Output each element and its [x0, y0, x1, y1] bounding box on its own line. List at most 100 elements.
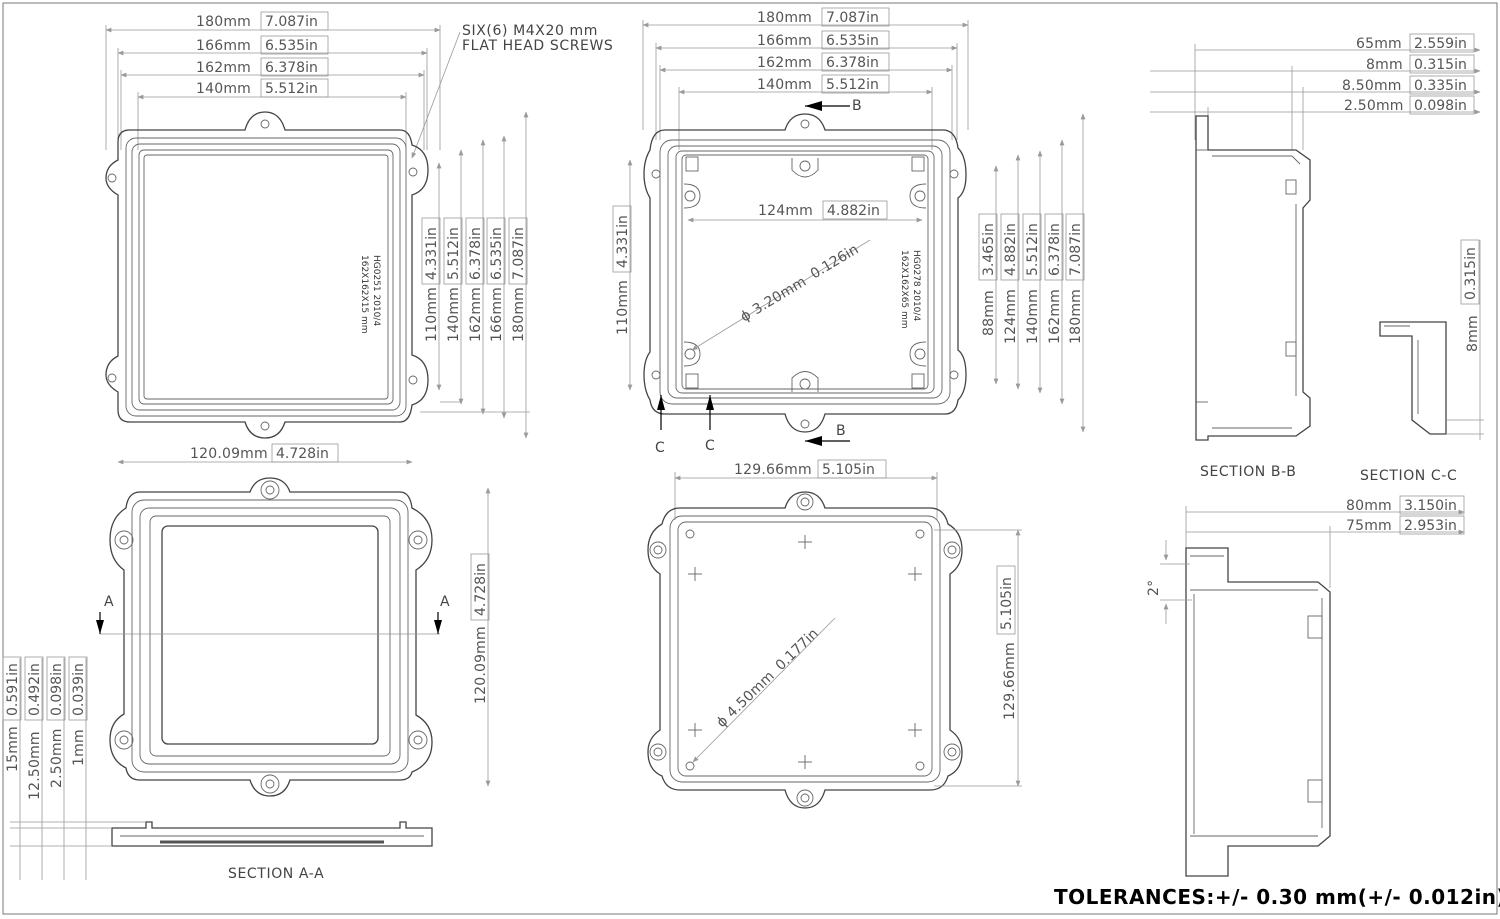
tc-section-b-top: B: [852, 98, 862, 114]
rb-angle: 2°: [1146, 580, 1162, 596]
bl-dim-v-in: 4.728in: [473, 563, 489, 616]
bl-side-dim-3-mm: 1mm: [71, 729, 87, 766]
rt-dim-0: 65mm 2.559in: [1194, 33, 1481, 140]
tc-dim-h-1: 166mm 6.535in: [655, 30, 958, 140]
tl-dim-v-1: 140mm 5.512in: [443, 149, 464, 405]
tc-dim-v-4-mm: 180mm: [1068, 289, 1084, 344]
tc-dim-h-1-mm: 166mm: [757, 33, 812, 49]
rb-dim-0-mm: 80mm: [1346, 498, 1392, 514]
tc-section-c-right: C: [705, 438, 715, 454]
tl-dim-v-1-in: 5.512in: [446, 227, 462, 280]
tc-dim-v-0: 88mm 3.465in: [978, 165, 999, 385]
rt-section-label: SECTION B-B: [1200, 464, 1297, 480]
rt-dim-0-mm: 65mm: [1356, 36, 1402, 52]
tl-dim-v-3-mm: 166mm: [489, 287, 505, 342]
tc-dim-v-3-mm: 162mm: [1047, 289, 1063, 344]
rb-dim-0: 80mm 3.150in: [1185, 495, 1465, 560]
rb-dim-1: 75mm 2.953in: [1186, 515, 1465, 588]
tc-hole-mm: ϕ 3.20mm: [738, 274, 809, 326]
rt-dim-3-mm: 2.50mm: [1344, 98, 1404, 114]
rt-dim-1: 8mm 0.315in: [1150, 54, 1481, 150]
tl-dim-h-2-in: 6.378in: [265, 60, 318, 76]
bc-dim-v: 129.66mm 5.105in: [934, 529, 1022, 787]
tc-dim-h-2: 162mm 6.378in: [659, 52, 953, 140]
tl-dim-v-0-in: 4.331in: [424, 227, 440, 280]
bc-dim-h-mm: 129.66mm: [734, 462, 812, 478]
rt-dim-3: 2.50mm 0.098in: [1150, 95, 1481, 130]
tc-left-v-in: 4.331in: [615, 215, 631, 268]
bl-section-label: SECTION A-A: [228, 866, 324, 882]
tl-dim-h-3: 140mm 5.512in: [137, 78, 407, 150]
tl-dim-v-2: 162mm 6.378in: [465, 139, 486, 415]
tc-dim-v-1-mm: 124mm: [1003, 289, 1019, 344]
bl-dim-h-in: 4.728in: [276, 446, 329, 462]
rb-dim-1-in: 2.953in: [1404, 518, 1457, 534]
bl-side-dim-1-in: 0.492in: [27, 663, 43, 716]
rm-dim-mm: 8mm: [1465, 315, 1481, 352]
rt-dim-3-in: 0.098in: [1414, 98, 1467, 114]
tl-dim-v-4: 180mm 7.087in: [508, 111, 529, 439]
rt-dim-2-in: 0.335in: [1414, 78, 1467, 94]
view-side: 80mm 3.150in 75mm 2.953in 2°: [1146, 495, 1465, 877]
view-section-c-c: 8mm 0.315in SECTION C-C: [1360, 239, 1484, 484]
tl-dim-h-1-in: 6.535in: [265, 38, 318, 54]
bl-dim-v-mm: 120.09mm: [473, 626, 489, 704]
tc-left-v-mm: 110mm: [615, 280, 631, 335]
tc-hole-callout: ϕ 3.20mm 0.126in: [691, 239, 871, 351]
tl-dim-v-4-mm: 180mm: [511, 287, 527, 342]
rm-section-label: SECTION C-C: [1360, 468, 1457, 484]
tl-dim-h-0-in: 7.087in: [265, 14, 318, 30]
rt-dim-2: 8.50mm 0.335in: [1150, 75, 1481, 150]
tl-dim-h-3-mm: 140mm: [196, 81, 251, 97]
bl-section-a-right: A: [440, 594, 450, 610]
bc-dim-h: 129.66mm 5.105in: [674, 459, 938, 520]
tc-dim-h-3-mm: 140mm: [757, 77, 812, 93]
rt-dim-1-in: 0.315in: [1414, 57, 1467, 73]
tc-dim-v-0-in: 3.465in: [981, 223, 997, 276]
tc-dim-h-3: 140mm 5.512in: [678, 74, 933, 150]
tl-dim-v-0-mm: 110mm: [424, 287, 440, 342]
tc-part-mark-2: 162X162X65 mm: [899, 250, 909, 329]
tc-dim-v-4: 180mm 7.087in: [1065, 113, 1086, 433]
bl-dim-v: 120.09mm 4.728in: [470, 487, 491, 787]
bl-side-dim-1-mm: 12.50mm: [27, 731, 43, 800]
tl-dim-h-1-mm: 166mm: [196, 38, 251, 54]
tl-part-mark-2: 162X162X15 mm: [359, 255, 369, 334]
tl-dim-h-2-mm: 162mm: [196, 60, 251, 76]
view-top-center-base: 180mm 7.087in 166mm 6.535in 162mm 6.378i…: [612, 7, 1086, 456]
view-bottom-center-base-top: 129.66mm 5.105in ϕ 4.50mm 0.177in: [647, 459, 1022, 809]
tl-dim-v-0: 110mm 4.331in: [421, 162, 442, 391]
tl-dim-h-0: 180mm 7.087in: [105, 11, 441, 150]
rt-dim-2-mm: 8.50mm: [1342, 78, 1402, 94]
tl-dim-h-3-in: 5.512in: [265, 81, 318, 97]
tc-dim-h-2-mm: 162mm: [757, 55, 812, 71]
bl-side-dim-2-in: 0.098in: [49, 663, 65, 716]
tc-dim-inner: 124mm 4.882in: [687, 200, 923, 223]
rm-dim: 8mm 0.315in: [1446, 239, 1484, 440]
bl-side-dim-3-in: 0.039in: [71, 663, 87, 716]
rt-dim-0-in: 2.559in: [1414, 36, 1467, 52]
tc-dim-v-3: 162mm 6.378in: [1044, 139, 1065, 405]
bc-hole-callout: ϕ 4.50mm 0.177in: [692, 617, 836, 763]
tl-dim-h-1: 166mm 6.535in: [117, 35, 428, 150]
tl-screw-note-line1: SIX(6) M4X20 mm: [462, 23, 598, 39]
bc-hole-in: 0.177in: [773, 626, 822, 674]
bc-dim-v-mm: 129.66mm: [1002, 642, 1018, 720]
bl-side-dim-0-in: 0.591in: [5, 663, 21, 716]
bc-dim-v-in: 5.105in: [999, 577, 1015, 630]
tl-dim-v-1-mm: 140mm: [446, 287, 462, 342]
tc-inner-mm: 124mm: [758, 203, 813, 219]
tc-section-b-bottom: B: [836, 423, 846, 439]
bc-dim-h-in: 5.105in: [822, 462, 875, 478]
view-bottom-left-cover-top: 120.09mm 4.728in A A 120.09mm 4.728in: [2, 443, 491, 882]
bl-side-dim-0: 15mm 0.591in: [2, 656, 22, 880]
tolerances-note: TOLERANCES:+/- 0.30 mm(+/- 0.012in): [1054, 885, 1500, 909]
tc-section-c-left: C: [655, 440, 665, 456]
bl-side-dim-0-mm: 15mm: [5, 726, 21, 772]
view-top-left-cover: 180mm 7.087in 166mm 6.535in 162mm 6.378i…: [105, 11, 613, 439]
tc-dim-h-0-mm: 180mm: [757, 10, 812, 26]
tc-dim-h-0: 180mm 7.087in: [642, 7, 969, 130]
tl-dim-h-0-mm: 180mm: [196, 14, 251, 30]
